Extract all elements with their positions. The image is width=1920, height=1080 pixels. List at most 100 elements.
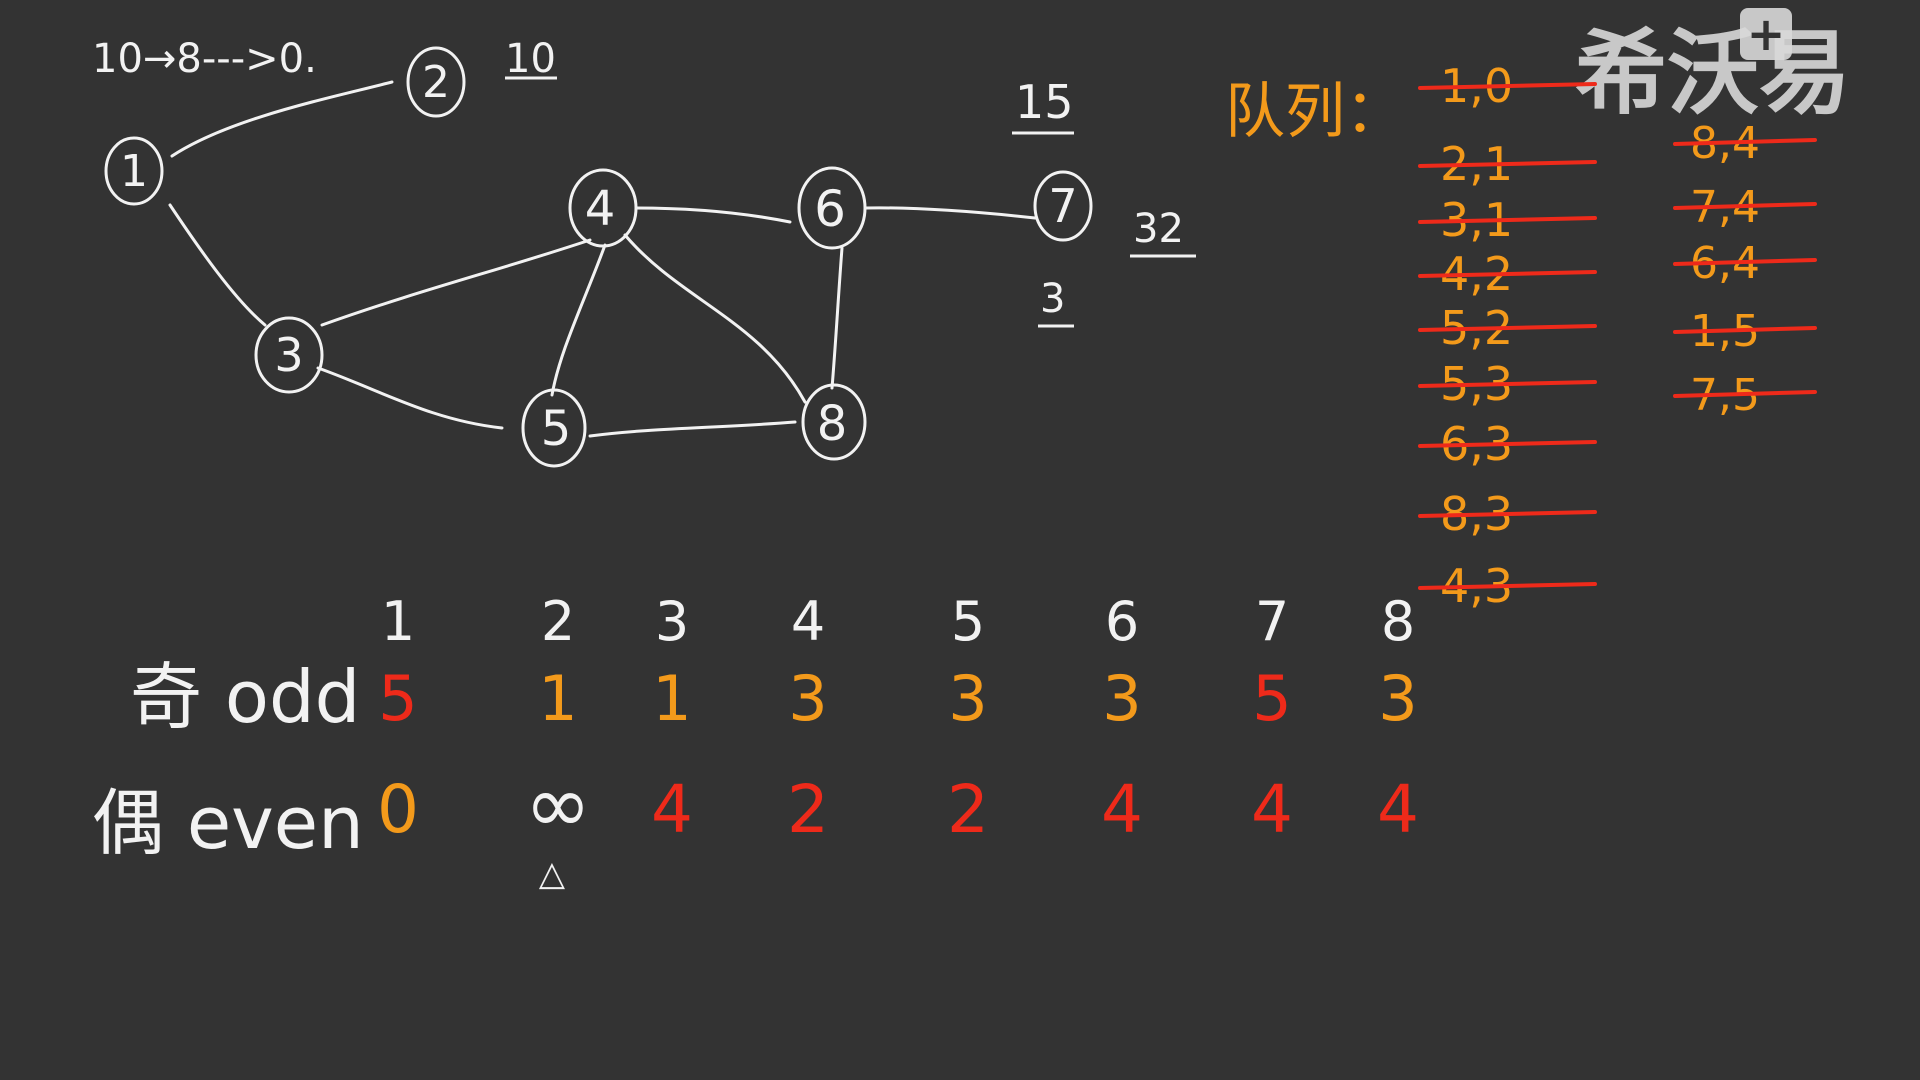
watermark-plus-box bbox=[1740, 8, 1792, 60]
top-note: 10→8--->0. bbox=[92, 36, 317, 82]
even-cell: 4 bbox=[1101, 771, 1143, 848]
svg-text:6: 6 bbox=[814, 180, 846, 238]
even-cell: 4 bbox=[651, 771, 693, 848]
edge-4-6 bbox=[634, 206, 792, 224]
queue-entry: 7,4 bbox=[1673, 182, 1817, 233]
queue-entry: 4,3 bbox=[1418, 559, 1597, 613]
svg-text:2: 2 bbox=[422, 57, 450, 108]
odd-cell: 1 bbox=[652, 662, 691, 735]
odd-cell: 5 bbox=[378, 662, 417, 735]
graph-node-2: 2 bbox=[406, 46, 466, 118]
strike-line bbox=[1418, 270, 1597, 278]
even-cell: 2 bbox=[947, 771, 989, 848]
svg-text:4: 4 bbox=[585, 181, 616, 237]
svg-text:32: 32 bbox=[1133, 206, 1184, 252]
graph-node-8: 8 bbox=[801, 383, 867, 461]
graph-node-3: 3 bbox=[254, 316, 324, 394]
queue-label: 队列： bbox=[1225, 77, 1405, 147]
even-row: 0 ∞ 4 2 2 4 4 4 bbox=[377, 758, 1419, 851]
queue-entry: 6,3 bbox=[1418, 417, 1597, 471]
even-cell: 4 bbox=[1377, 771, 1419, 848]
strike-line bbox=[1673, 202, 1817, 210]
edge-4-5 bbox=[550, 243, 607, 397]
table-header-cell: 1 bbox=[381, 590, 415, 653]
even-cell: 0 bbox=[377, 771, 419, 848]
strike-line bbox=[1673, 390, 1817, 398]
svg-text:1: 1 bbox=[120, 146, 148, 197]
strike-line bbox=[1673, 326, 1817, 334]
even-cell: 4 bbox=[1251, 771, 1293, 848]
odd-cell: 3 bbox=[1378, 662, 1417, 735]
table-header-cell: 2 bbox=[541, 590, 575, 653]
strike-line bbox=[1418, 216, 1597, 224]
svg-text:3: 3 bbox=[274, 328, 303, 382]
even-row-label: 偶 even bbox=[92, 781, 364, 865]
table-headers: 1 2 3 4 5 6 7 8 bbox=[381, 590, 1415, 653]
strike-line bbox=[1418, 510, 1597, 518]
strike-line bbox=[1673, 138, 1817, 146]
side-number-32: 32 bbox=[1130, 206, 1196, 258]
queue-column-1: 1,0 2,13,14,25,25,3 6,3 8,3 4,3 bbox=[1418, 59, 1597, 613]
queue-entry: 5,2 bbox=[1418, 301, 1597, 355]
queue-entry: 1,5 bbox=[1673, 306, 1817, 357]
edge-3-4 bbox=[320, 238, 592, 327]
edge-5-8 bbox=[588, 420, 797, 438]
odd-cell: 1 bbox=[538, 662, 577, 735]
side-number-3: 3 bbox=[1038, 276, 1074, 328]
edge-1-2 bbox=[170, 80, 394, 158]
watermark-text: 希沃易 bbox=[1575, 20, 1851, 127]
edge-3-5 bbox=[316, 366, 504, 430]
svg-text:10: 10 bbox=[505, 36, 556, 82]
svg-text:15: 15 bbox=[1015, 75, 1074, 129]
queue-column-2: 8,4 7,46,4 1,5 7,5 bbox=[1673, 118, 1817, 421]
watermark-plus: + bbox=[1747, 7, 1786, 61]
table-header-cell: 8 bbox=[1381, 590, 1415, 653]
edge-1-3 bbox=[168, 203, 267, 327]
table-header-cell: 6 bbox=[1105, 590, 1139, 653]
even-cell: 2 bbox=[787, 771, 829, 848]
graph-node-4: 4 bbox=[568, 168, 638, 248]
graph-edges bbox=[168, 80, 1037, 438]
table-header-cell: 7 bbox=[1255, 590, 1289, 653]
strike-line bbox=[1418, 324, 1597, 332]
edge-6-7 bbox=[864, 206, 1037, 220]
odd-row-label: 奇 odd bbox=[130, 655, 360, 739]
odd-cell: 3 bbox=[948, 662, 987, 735]
graph-node-1: 1 bbox=[104, 136, 164, 206]
queue-entry: 1,0 bbox=[1418, 59, 1597, 113]
table-header-cell: 3 bbox=[655, 590, 689, 653]
svg-text:5: 5 bbox=[541, 401, 572, 457]
queue-entry: 2,1 bbox=[1418, 137, 1597, 191]
svg-text:3: 3 bbox=[1040, 276, 1065, 322]
strike-line bbox=[1418, 82, 1597, 90]
odd-cell: 5 bbox=[1252, 662, 1291, 735]
queue-entry: 6,4 bbox=[1673, 238, 1817, 289]
strike-line bbox=[1418, 582, 1597, 590]
strike-line bbox=[1673, 258, 1817, 266]
table-header-cell: 5 bbox=[951, 590, 985, 653]
edge-4-8 bbox=[623, 233, 807, 404]
graph-node-5: 5 bbox=[521, 388, 587, 468]
queue-entry: 8,3 bbox=[1418, 487, 1597, 541]
side-number-10: 10 bbox=[505, 36, 557, 82]
svg-text:7: 7 bbox=[1048, 179, 1077, 233]
table-header-cell: 4 bbox=[791, 590, 825, 653]
infinity-marker: △ bbox=[539, 854, 566, 894]
svg-text:8: 8 bbox=[817, 396, 848, 452]
queue-entry: 4,2 bbox=[1418, 247, 1597, 301]
watermark-logo: 希沃易 + bbox=[1575, 7, 1851, 127]
graph-node-7: 7 bbox=[1033, 170, 1093, 242]
queue-entry: 7,5 bbox=[1673, 370, 1817, 421]
queue-entry: 5,3 bbox=[1418, 357, 1597, 411]
edge-6-8 bbox=[830, 246, 844, 390]
strike-line bbox=[1418, 160, 1597, 168]
even-cell: ∞ bbox=[525, 758, 592, 851]
side-number-15: 15 bbox=[1012, 75, 1074, 135]
queue-entry: 8,4 bbox=[1673, 118, 1817, 169]
graph-node-6: 6 bbox=[797, 166, 867, 250]
queue-entry: 3,1 bbox=[1418, 193, 1597, 247]
odd-cell: 3 bbox=[1102, 662, 1141, 735]
strike-line bbox=[1418, 380, 1597, 388]
